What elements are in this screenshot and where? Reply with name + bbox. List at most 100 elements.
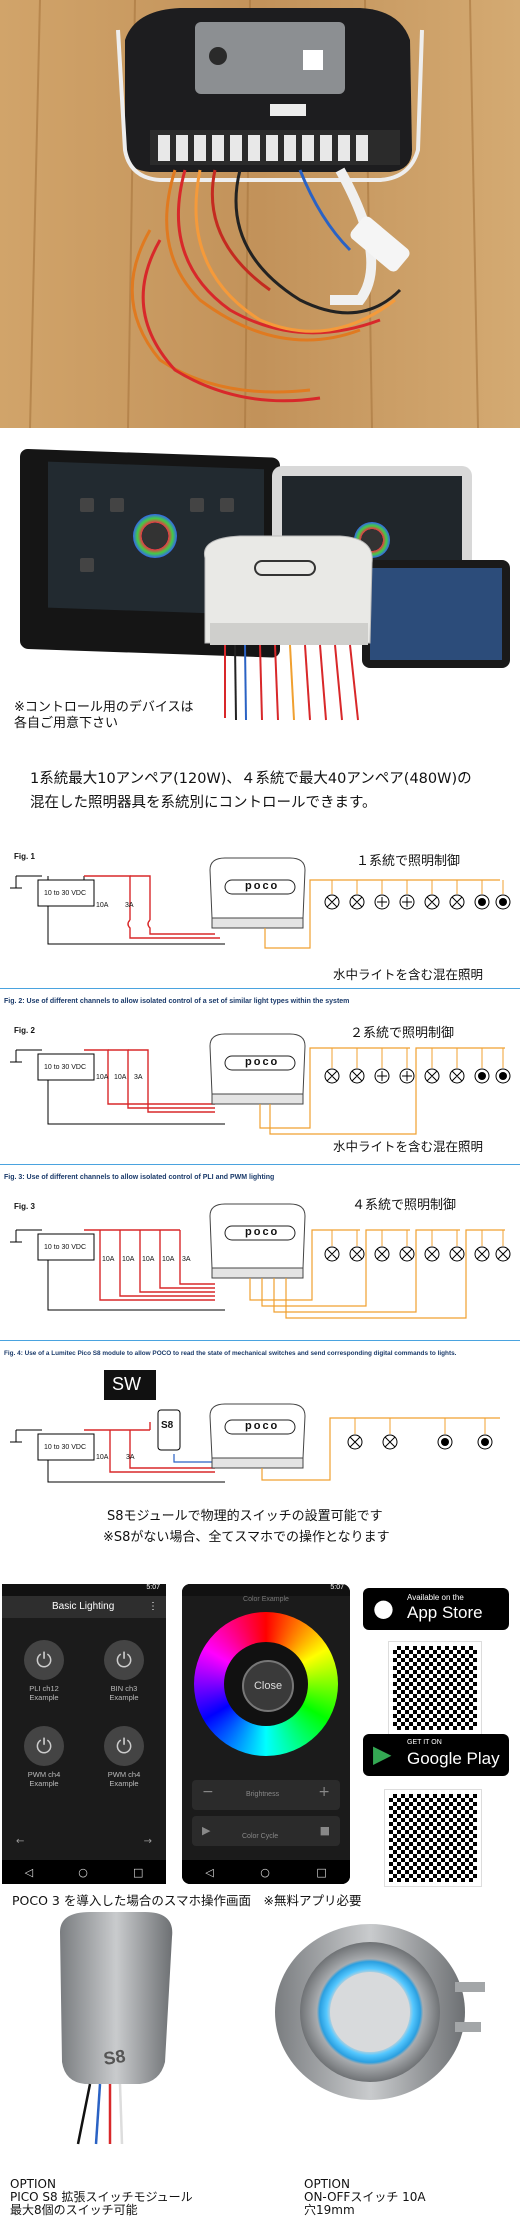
light-button-1[interactable]: ⏻ BIN ch3 Example xyxy=(96,1640,152,1702)
fig3-wiring-diagram xyxy=(10,1203,511,1319)
power-icon: ⏻ xyxy=(104,1640,144,1680)
option2-line3: 穴19mm xyxy=(304,2203,355,2217)
fig2-battery: 10 to 30 VDC xyxy=(44,1064,87,1071)
color-cycle-slider[interactable]: ▶ ■ Color Cycle xyxy=(192,1816,340,1846)
devices-photo: ※コントロール用のデバイスは 各自ご用意下さい xyxy=(0,428,520,740)
figure-3: Fig. 3 ４系統で照明制御 10 to 30 VDC 10A 10A 10A… xyxy=(0,1188,520,1336)
fig1-logo: poco xyxy=(245,880,280,892)
light-button-0[interactable]: ⏻ PLI ch12 Example xyxy=(16,1640,72,1702)
s8-line-1: S8モジュールで物理的スイッチの設置可能です xyxy=(107,1509,383,1524)
fig2-wiring-diagram xyxy=(10,1033,511,1135)
nav-arrows: ←→ xyxy=(16,1836,152,1847)
power-icon: ⏻ xyxy=(24,1640,64,1680)
home-icon[interactable]: ○ xyxy=(78,1865,88,1879)
options-illustration: S8 xyxy=(60,1912,485,2145)
option1-line2: PICO S8 拡張スイッチモジュール xyxy=(10,2190,193,2204)
recents-icon[interactable]: □ xyxy=(316,1865,327,1879)
fig4-s8: S8 xyxy=(161,1420,174,1431)
s8-line-2: ※S8がない場合、全てスマホでの操作となります xyxy=(103,1530,390,1545)
app-title: Basic Lighting xyxy=(52,1601,115,1612)
plus-icon[interactable]: + xyxy=(318,1784,330,1800)
brightness-label: Brightness xyxy=(246,1791,280,1798)
divider-2 xyxy=(0,1164,520,1165)
google-play-badge[interactable]: ▶ GET IT ON Google Play xyxy=(363,1734,509,1776)
qr-code-android xyxy=(384,1789,482,1887)
light-button-3[interactable]: ⏻ PWM ch4 Example xyxy=(96,1726,152,1788)
light-button-label: PWM ch4 Example xyxy=(107,1770,141,1788)
option1-text: OPTION PICO S8 拡張スイッチモジュール 最大8個のスイッチ可能 xyxy=(10,2178,193,2217)
brightness-slider[interactable]: − + Brightness xyxy=(192,1780,340,1810)
power-icon: ⏻ xyxy=(24,1726,64,1766)
minus-icon[interactable]: − xyxy=(202,1784,214,1800)
fig2-title: ２系統で照明制御 xyxy=(350,1026,455,1041)
google-big-text: Google Play xyxy=(407,1749,500,1768)
fig2-caption: Fig. 2: Use of different channels to all… xyxy=(4,998,350,1005)
close-button[interactable]: Close xyxy=(242,1660,294,1712)
figure-1: Fig. 1 １系統で照明制御 10 to 30 VDC xyxy=(0,840,520,988)
controller-photo xyxy=(0,0,520,428)
device-notice: ※コントロール用のデバイスは 各自ご用意下さい xyxy=(14,700,194,731)
android-navbar-2: ◁ ○ □ xyxy=(182,1860,350,1884)
back-icon[interactable]: ◁ xyxy=(24,1865,34,1879)
fig3-fuse-4: 3A xyxy=(182,1256,191,1263)
fig4-sw: SW xyxy=(112,1374,141,1394)
next-arrow-icon[interactable]: → xyxy=(143,1836,152,1847)
devices-illustration xyxy=(20,448,510,721)
home-icon[interactable]: ○ xyxy=(260,1865,270,1879)
apple-small-text: Available on the xyxy=(407,1593,464,1602)
phone2-status-bar: 5:07 xyxy=(182,1584,350,1596)
fig3-label: Fig. 3 xyxy=(14,1202,35,1211)
fig3-fuse-1: 10A xyxy=(122,1256,135,1263)
phone1-status-bar: 5:07 xyxy=(2,1584,166,1596)
fig3-fuse-3: 10A xyxy=(162,1256,175,1263)
fig4-wiring-diagram xyxy=(10,1370,500,1483)
app-store-badge[interactable]: ● Available on the App Store xyxy=(363,1588,509,1630)
figure-2: Fig. 2 ２系統で照明制御 10 to 30 VDC 10A 10A 3A … xyxy=(0,1012,520,1172)
stop-icon[interactable]: ■ xyxy=(319,1824,330,1837)
light-button-2[interactable]: ⏻ PWM ch4 Example xyxy=(16,1726,72,1788)
fig3-battery: 10 to 30 VDC xyxy=(44,1244,87,1251)
divider-1 xyxy=(0,988,520,989)
fig3-fuse-0: 10A xyxy=(102,1256,115,1263)
option2-line1: OPTION xyxy=(304,2177,350,2191)
fig2-label: Fig. 2 xyxy=(14,1026,35,1035)
fig1-fuse1: 10A xyxy=(96,902,109,909)
option1-line1: OPTION xyxy=(10,2177,56,2191)
wheel-title: Color Example xyxy=(243,1596,289,1603)
fig2-fuse1: 10A xyxy=(96,1074,109,1081)
status-time: 5:07 xyxy=(146,1584,160,1591)
more-menu-icon[interactable]: ⋮ xyxy=(148,1601,158,1612)
phone1-appbar: Basic Lighting ⋮ xyxy=(2,1596,166,1618)
fig2-logo: poco xyxy=(245,1056,280,1068)
light-button-label: PWM ch4 Example xyxy=(27,1770,61,1788)
fig3-caption: Fig. 3: Use of different channels to all… xyxy=(4,1174,275,1181)
s8-module-text: S8 xyxy=(102,2046,127,2069)
fig1-title: １系統で照明制御 xyxy=(356,854,461,869)
power-icon: ⏻ xyxy=(104,1726,144,1766)
figure-4: SW S8 10 to 30 VDC 10A 3A poco S8モジュールで物… xyxy=(0,1362,520,1552)
light-button-label: BIN ch3 Example xyxy=(109,1684,139,1702)
option2-text: OPTION ON-OFFスイッチ 10A 穴19mm xyxy=(304,2178,426,2217)
divider-3 xyxy=(0,1340,520,1341)
apple-big-text: App Store xyxy=(407,1603,483,1622)
fig4-caption: Fig. 4: Use of a Lumitec Pico S8 module … xyxy=(4,1350,457,1357)
android-navbar: ◁ ○ □ xyxy=(2,1860,166,1884)
fig1-battery: 10 to 30 VDC xyxy=(44,890,87,897)
phone-lighting: 5:07 Basic Lighting⋮ ⏻ PLI ch12 Example … xyxy=(2,1584,166,1884)
intro-line-2: 混在した照明器具を系統別にコントロールできます。 xyxy=(30,795,377,811)
app-caption: POCO 3 を導入した場合のスマホ操作画面 ※無料アプリ必要 xyxy=(12,1893,362,1908)
fig2-fuse3: 3A xyxy=(134,1074,143,1081)
fig3-fuse-2: 10A xyxy=(142,1256,155,1263)
fig1-fuse2: 3A xyxy=(125,902,134,909)
option2-line2: ON-OFFスイッチ 10A xyxy=(304,2190,426,2204)
recents-icon[interactable]: □ xyxy=(133,1865,144,1879)
prev-arrow-icon[interactable]: ← xyxy=(16,1836,25,1847)
back-icon[interactable]: ◁ xyxy=(205,1865,214,1879)
fig1-note: 水中ライトを含む混在照明 xyxy=(333,967,484,982)
apple-icon: ● xyxy=(373,1594,394,1622)
phone-color-wheel: 5:07 Color Example Close − + Brightness … xyxy=(182,1584,350,1884)
fig2-fuse2: 10A xyxy=(114,1074,127,1081)
options-section: S8 OPTION PICO S8 拡張スイッチモジュール 最大8個のスイッチ可… xyxy=(0,1912,520,2230)
play-icon[interactable]: ▶ xyxy=(202,1824,211,1837)
option1-line3: 最大8個のスイッチ可能 xyxy=(10,2203,138,2217)
